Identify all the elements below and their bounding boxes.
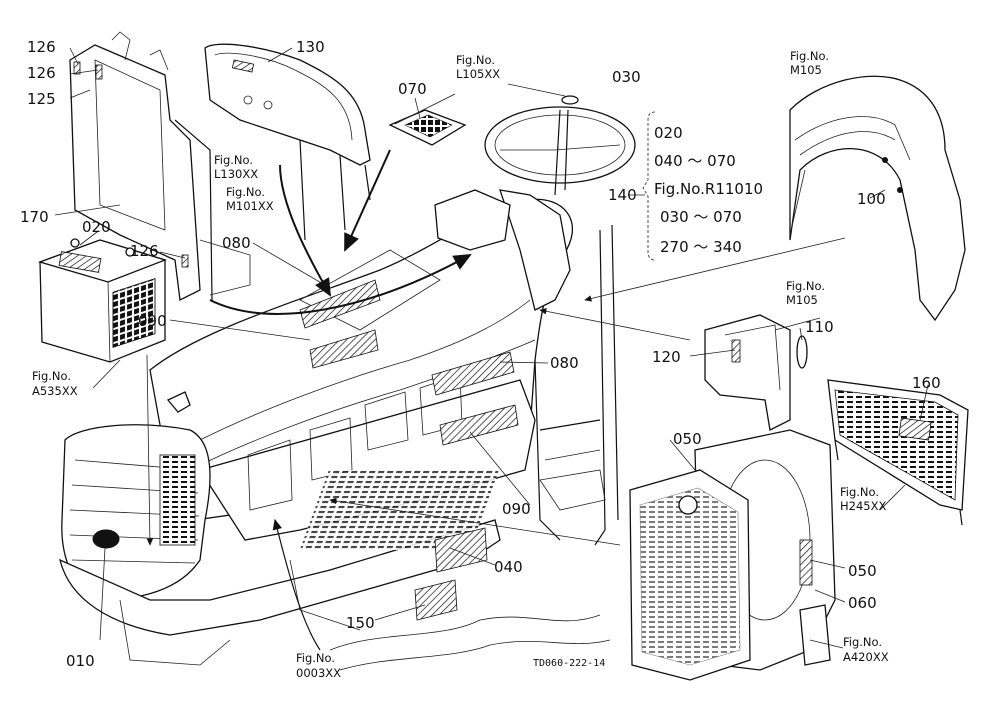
group-140-line-2: 040 ～ 070 <box>654 152 736 170</box>
label-110: 110 <box>805 318 834 336</box>
arrows <box>146 149 846 651</box>
fig-refs: Fig.No. L105XX Fig.No. M105 Fig.No. L130… <box>32 49 889 680</box>
label-050-b: 050 <box>848 562 877 580</box>
radiator <box>629 429 836 681</box>
fig-m105a-line2: M105 <box>790 63 822 77</box>
fig-a535-line2: A535XX <box>32 384 78 398</box>
label-150: 150 <box>346 614 375 632</box>
screen-160 <box>827 379 969 526</box>
fig-l105-line1: Fig.No. <box>456 53 495 67</box>
drawing-code: TD060-222-14 <box>533 658 605 669</box>
engine-base <box>119 559 611 671</box>
decal-070 <box>388 109 467 146</box>
label-050-a: 050 <box>673 430 702 448</box>
label-100: 100 <box>857 190 886 208</box>
hood-body <box>59 189 574 636</box>
fig-a420-line1: Fig.No. <box>843 635 882 649</box>
label-040: 040 <box>494 558 523 576</box>
label-090-b: 090 <box>502 500 531 518</box>
decals <box>299 279 519 621</box>
label-160: 160 <box>912 374 941 392</box>
label-010: 010 <box>66 652 95 670</box>
fig-m105a-line1: Fig.No. <box>790 49 829 63</box>
label-070: 070 <box>398 80 427 98</box>
label-126-a: 126 <box>27 38 56 56</box>
fig-a535-line1: Fig.No. <box>32 369 71 383</box>
label-030: 030 <box>612 68 641 86</box>
fig-l130-line1: Fig.No. <box>214 153 253 167</box>
group-140-line-3: Fig.No.R11010 <box>654 180 763 198</box>
group-140-label: 140 <box>608 186 637 204</box>
leader-lines <box>54 47 929 649</box>
label-170: 170 <box>20 208 49 226</box>
label-080-a: 080 <box>222 234 251 252</box>
label-020: 020 <box>82 218 111 236</box>
fig-m105b-line1: Fig.No. <box>786 279 825 293</box>
group-140: 140 020 040 ～ 070 Fig.No.R11010 030 ～ 07… <box>608 124 763 256</box>
fig-m101-line2: M101XX <box>226 199 274 213</box>
group-140-line-5: 270 ～ 340 <box>660 238 742 256</box>
label-125: 125 <box>27 90 56 108</box>
label-080-b: 080 <box>550 354 579 372</box>
fig-0003-line1: Fig.No. <box>296 651 335 665</box>
part-labels: 126 126 125 130 170 020 126 080 090 070 … <box>20 38 941 670</box>
group-140-line-1: 020 <box>654 124 683 142</box>
group-140-line-4: 030 ～ 070 <box>660 208 742 226</box>
rear-frame <box>534 224 619 546</box>
rear-bulkhead <box>69 31 251 301</box>
group-140-bracket <box>642 111 656 261</box>
fig-m105b-line2: M105 <box>786 293 818 307</box>
steering-wheel <box>484 95 636 196</box>
fig-0003-line2: 0003XX <box>296 666 341 680</box>
fig-l130-line2: L130XX <box>214 167 258 181</box>
label-126-c: 126 <box>130 242 159 260</box>
fig-h245-line1: Fig.No. <box>840 485 879 499</box>
rear-fender <box>789 75 966 322</box>
label-120: 120 <box>652 348 681 366</box>
battery <box>37 238 167 363</box>
label-090-a: 090 <box>138 312 167 330</box>
label-130: 130 <box>296 38 325 56</box>
fig-l105-line2: L105XX <box>456 67 500 81</box>
fig-m101-line1: Fig.No. <box>226 185 265 199</box>
fig-a420-line2: A420XX <box>843 650 889 664</box>
seat-panel <box>204 43 371 241</box>
label-060: 060 <box>848 594 877 612</box>
fig-h245-line2: H245XX <box>840 499 886 513</box>
panel-120 <box>704 314 808 431</box>
label-126-b: 126 <box>27 64 56 82</box>
